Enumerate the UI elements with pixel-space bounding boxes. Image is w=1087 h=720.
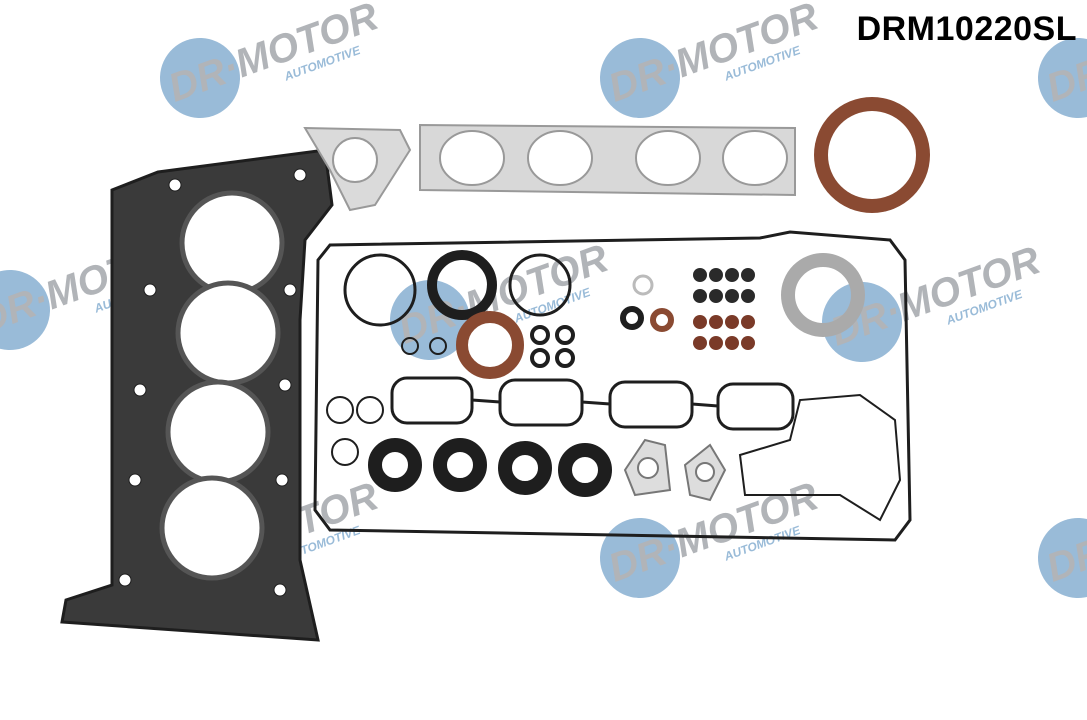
valve-stem-seal — [693, 268, 707, 282]
head-gasket — [60, 148, 334, 642]
valve-stem-seal — [693, 315, 707, 329]
valve-stem-seal — [741, 289, 755, 303]
watermark-circle — [160, 38, 240, 118]
valve-stem-seal — [741, 268, 755, 282]
watermark-circle — [390, 280, 470, 360]
watermark-circle — [1038, 518, 1087, 598]
valve-stem-seals — [693, 268, 755, 350]
valve-stem-seal — [725, 336, 739, 350]
exhaust-gaskets — [303, 123, 796, 212]
watermark-circle — [0, 270, 50, 350]
valve-stem-seal — [693, 336, 707, 350]
valve-stem-seal — [741, 315, 755, 329]
valve-stem-seal — [741, 336, 755, 350]
valve-stem-seal — [709, 268, 723, 282]
product-code: DRM10220SL — [856, 10, 1077, 48]
valve-stem-seal — [709, 315, 723, 329]
watermark-circle — [600, 518, 680, 598]
crankshaft-seal — [814, 97, 930, 213]
valve-stem-seal — [693, 289, 707, 303]
small-seals — [326, 250, 865, 497]
watermark-circle — [1038, 38, 1087, 118]
valve-stem-seal — [725, 315, 739, 329]
valve-stem-seal — [709, 289, 723, 303]
valve-stem-seal — [725, 289, 739, 303]
oil-pump-gasket — [738, 393, 902, 522]
watermark-circle — [822, 282, 902, 362]
valve-cover-gasket — [313, 230, 912, 542]
watermark-circle — [600, 38, 680, 118]
flange-gaskets — [623, 438, 727, 502]
intake-gasket — [390, 376, 795, 431]
valve-stem-seal — [725, 268, 739, 282]
valve-stem-seal — [709, 336, 723, 350]
